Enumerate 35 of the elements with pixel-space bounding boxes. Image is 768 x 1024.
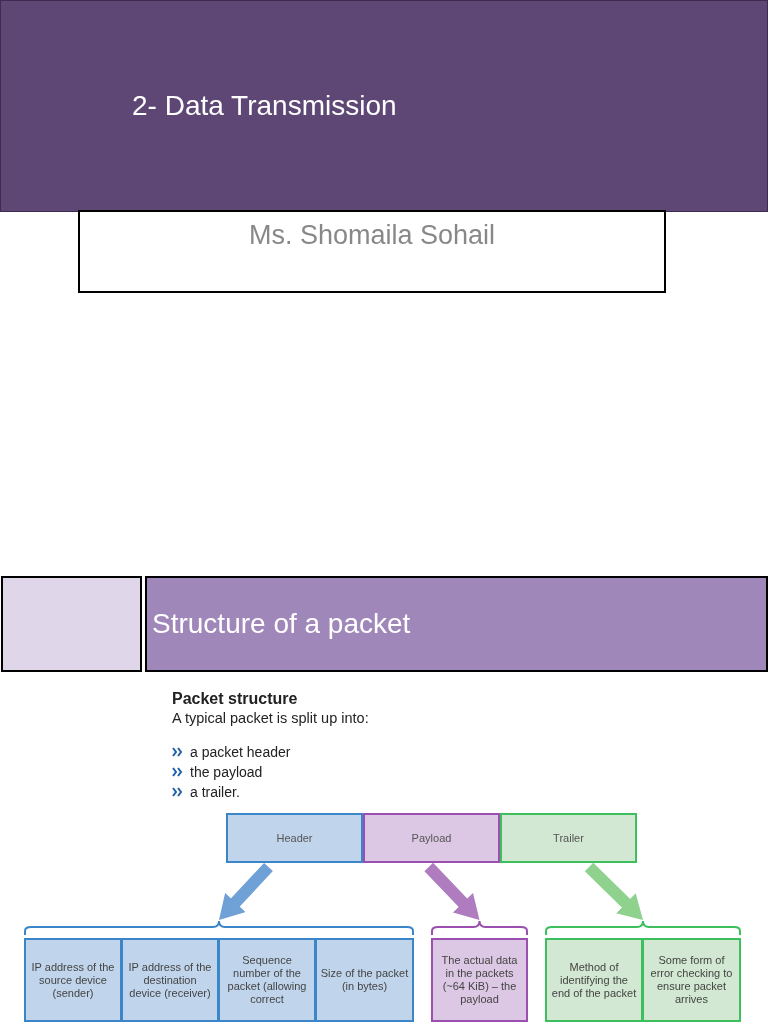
title-banner	[0, 0, 768, 212]
node-text: Trailer	[552, 832, 585, 844]
bullet-text: a trailer.	[190, 784, 240, 800]
cell-text: IP address of the destination device (receiver)	[127, 960, 213, 1000]
cell-text: Method of identifying the end of the packet	[550, 960, 638, 1000]
cell-text: The actual data in the packets (~64 KiB) – the payload	[440, 954, 519, 1006]
node-text: Structure of a packet	[151, 608, 412, 640]
header-field-cell	[121, 938, 219, 1022]
header-field-cell	[218, 938, 316, 1022]
node-text: 2- Data Transmission	[131, 90, 398, 122]
curly-bracket	[431, 920, 528, 935]
cell-text: IP address of the source device (sender)	[30, 960, 116, 1000]
section-banner	[145, 576, 768, 672]
heading: Packet structure	[172, 690, 298, 708]
curly-bracket	[24, 920, 414, 935]
payload-field-cell	[431, 938, 528, 1022]
trailer-field-cell	[642, 938, 741, 1022]
node-text: Payload	[410, 832, 453, 844]
subtitle-box	[78, 210, 666, 293]
node-text: Header	[275, 832, 314, 844]
header-field-cell	[315, 938, 414, 1022]
cell-text: Sequence number of the packet (allowing correct	[226, 954, 308, 1006]
cell-text: Some form of error checking to ensure packet arrives	[649, 954, 734, 1006]
square-block	[1, 576, 142, 672]
header-field-cell	[24, 938, 122, 1022]
trailer-segment	[500, 813, 637, 863]
bullet-text: a packet header	[190, 744, 291, 760]
payload-segment	[363, 813, 500, 863]
intro-text: A typical packet is split up into:	[172, 710, 369, 726]
cell-text: Size of the packet (in bytes)	[319, 967, 410, 993]
node-text: Ms. Shomaila Sohail	[247, 220, 497, 251]
bullet-text: the payload	[190, 764, 263, 780]
curly-bracket	[545, 920, 741, 935]
header-segment	[226, 813, 363, 863]
trailer-field-cell	[545, 938, 643, 1022]
